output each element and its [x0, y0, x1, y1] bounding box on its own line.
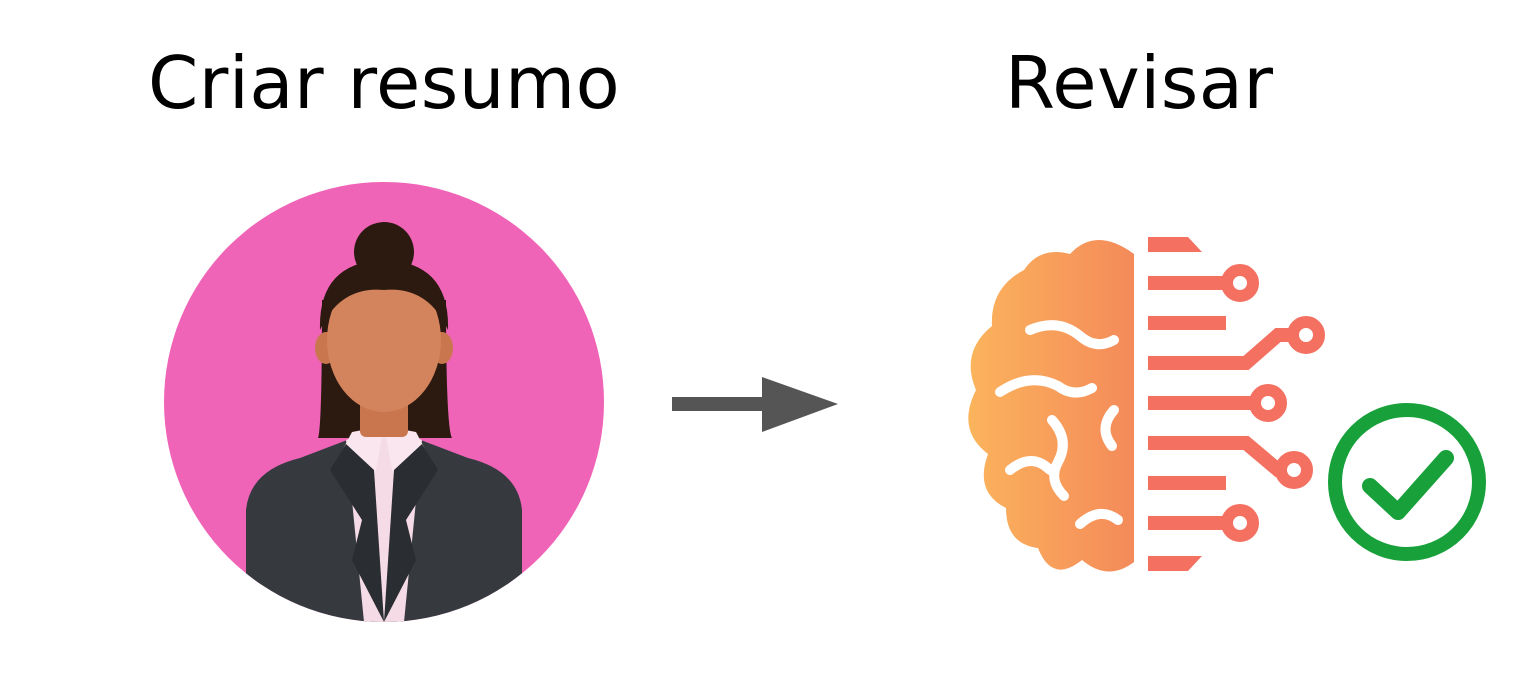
step-label-create-summary: Criar resumo — [148, 41, 621, 125]
circuit-lines — [1148, 237, 1258, 571]
checkmark-circle-icon — [1328, 403, 1486, 561]
ai-brain-icon — [968, 237, 1325, 572]
businesswoman-avatar-icon — [164, 182, 604, 622]
step-label-review: Revisar — [1005, 41, 1274, 125]
arrow-right-icon — [672, 377, 838, 432]
